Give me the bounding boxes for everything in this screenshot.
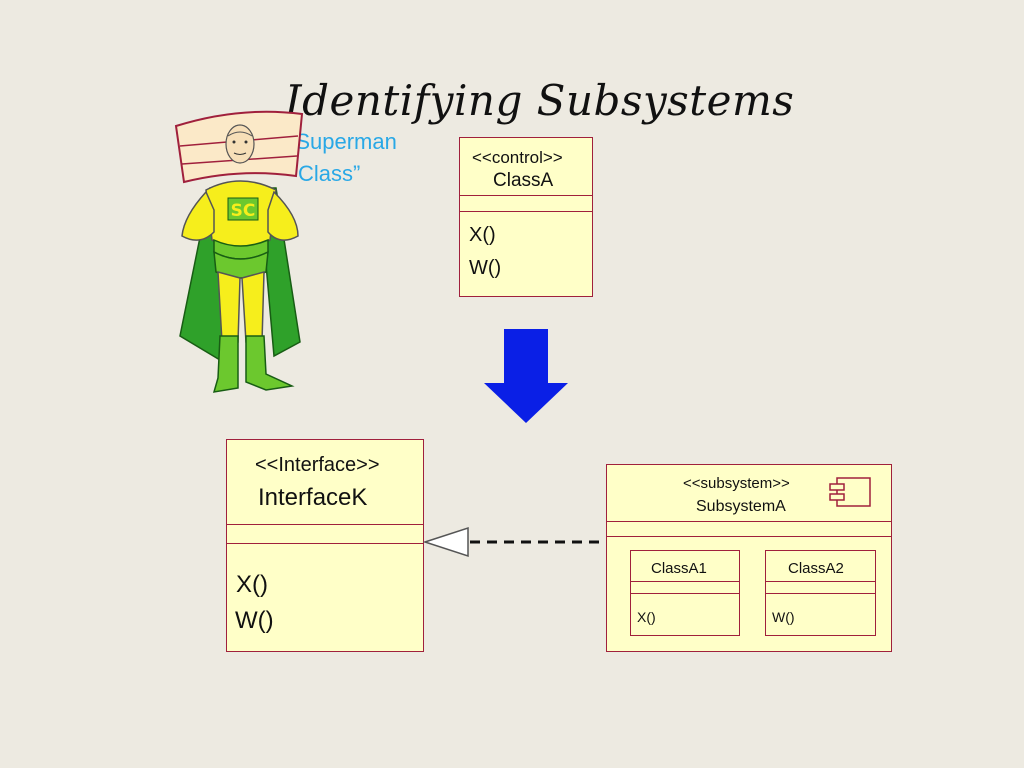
slide-title: Identifying Subsystems xyxy=(285,76,795,125)
class-a2-divider-1 xyxy=(766,581,875,582)
class-a-name: ClassA xyxy=(493,170,554,191)
class-a1-box: ClassA1 X() xyxy=(630,550,740,636)
caption-line-1: “Superman xyxy=(288,129,397,154)
class-a2-name: ClassA2 xyxy=(788,560,844,577)
subsystem-a-name: SubsystemA xyxy=(696,498,786,515)
class-a-op-x: X() xyxy=(469,224,496,246)
class-a-divider-1 xyxy=(460,195,592,196)
superhero-badge-text: SC xyxy=(231,201,256,221)
interface-k-box: <<Interface>> InterfaceK X() W() xyxy=(226,439,424,652)
interface-k-name: InterfaceK xyxy=(258,484,368,511)
class-a1-op: X() xyxy=(637,609,656,625)
class-a-box: <<control>> ClassA X() W() xyxy=(459,137,593,297)
class-a-op-w: W() xyxy=(469,257,502,279)
subsystem-a-divider-2 xyxy=(607,536,891,537)
subsystem-a-stereotype: <<subsystem>> xyxy=(683,475,790,492)
interface-k-divider-1 xyxy=(227,524,423,525)
interface-k-stereotype: <<Interface>> xyxy=(255,454,380,476)
down-arrow-icon xyxy=(484,329,568,423)
interface-k-op-x: X() xyxy=(236,571,268,598)
class-a-divider-2 xyxy=(460,211,592,212)
interface-k-divider-2 xyxy=(227,543,423,544)
superman-caption: “Superman Class” xyxy=(288,126,397,190)
class-a1-divider-1 xyxy=(631,581,739,582)
class-a2-divider-2 xyxy=(766,593,875,594)
realization-arrow xyxy=(422,526,604,558)
class-a1-divider-2 xyxy=(631,593,739,594)
component-icon xyxy=(829,477,871,507)
subsystem-a-box: <<subsystem>> SubsystemA ClassA1 X() Cla… xyxy=(606,464,892,652)
caption-line-2: Class” xyxy=(298,161,361,186)
subsystem-a-divider-1 xyxy=(607,521,891,522)
interface-k-op-w: W() xyxy=(235,607,274,634)
class-a1-name: ClassA1 xyxy=(651,560,707,577)
class-a2-op: W() xyxy=(772,609,795,625)
class-a2-box: ClassA2 W() xyxy=(765,550,876,636)
class-a-stereotype: <<control>> xyxy=(472,148,563,167)
superhero-figure: SC xyxy=(174,110,304,393)
